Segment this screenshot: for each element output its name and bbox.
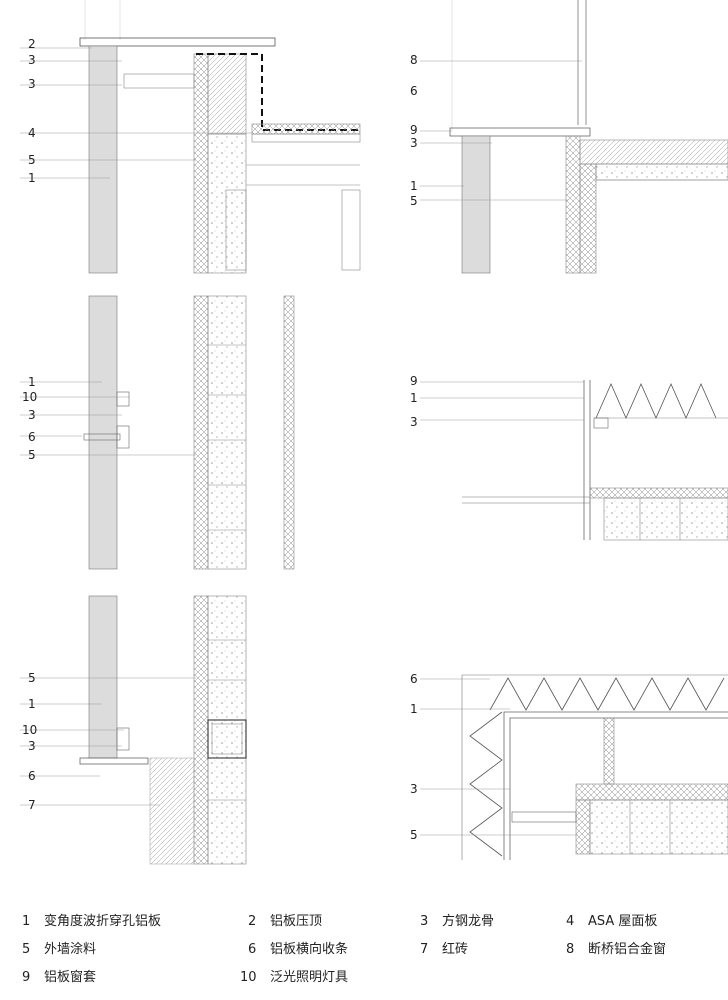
- callout-d1: 9: [410, 374, 418, 388]
- callout-e2: 1: [28, 697, 36, 711]
- callout-c5: 5: [28, 448, 36, 462]
- callout-f3: 3: [410, 782, 418, 796]
- callout-e1: 5: [28, 671, 36, 685]
- detail-c-wall-section: 1 10 3 6 5: [20, 295, 295, 570]
- detail-e-wall-base: 5 1 10 3 6 7: [20, 595, 247, 865]
- callout-d3: 3: [410, 415, 418, 429]
- callout-a3: 3: [28, 77, 36, 91]
- callout-b5: 1: [410, 179, 418, 193]
- callout-b2: 6: [410, 84, 418, 98]
- callout-a5: 5: [28, 153, 36, 167]
- callout-a6: 1: [28, 171, 36, 185]
- callout-f1: 6: [410, 672, 418, 686]
- callout-e6: 7: [28, 798, 36, 812]
- detail-d-window-sill: 9 1 3: [410, 374, 728, 541]
- callout-a2: 3: [28, 53, 36, 67]
- detail-f-corner-plan: 6 1 3 5: [410, 672, 728, 860]
- callout-c3: 3: [28, 408, 36, 422]
- detail-b-window-head: 8 6 9 3 1 5: [410, 0, 728, 274]
- callout-e3: 10: [22, 723, 37, 737]
- callout-f2: 1: [410, 702, 418, 716]
- callout-b1: 8: [410, 53, 418, 67]
- callout-f4: 5: [410, 828, 418, 842]
- detail-a-parapet: 2 3 3 4 5 1: [20, 0, 361, 274]
- callout-e4: 3: [28, 739, 36, 753]
- callout-b4: 3: [410, 136, 418, 150]
- callout-a4: 4: [28, 126, 36, 140]
- callout-b3: 9: [410, 123, 418, 137]
- callout-d2: 1: [410, 391, 418, 405]
- callout-c1: 1: [28, 375, 36, 389]
- callout-c4: 6: [28, 430, 36, 444]
- callout-c2: 10: [22, 390, 37, 404]
- callout-b6: 5: [410, 194, 418, 208]
- callout-e5: 6: [28, 769, 36, 783]
- callout-a1: 2: [28, 37, 36, 51]
